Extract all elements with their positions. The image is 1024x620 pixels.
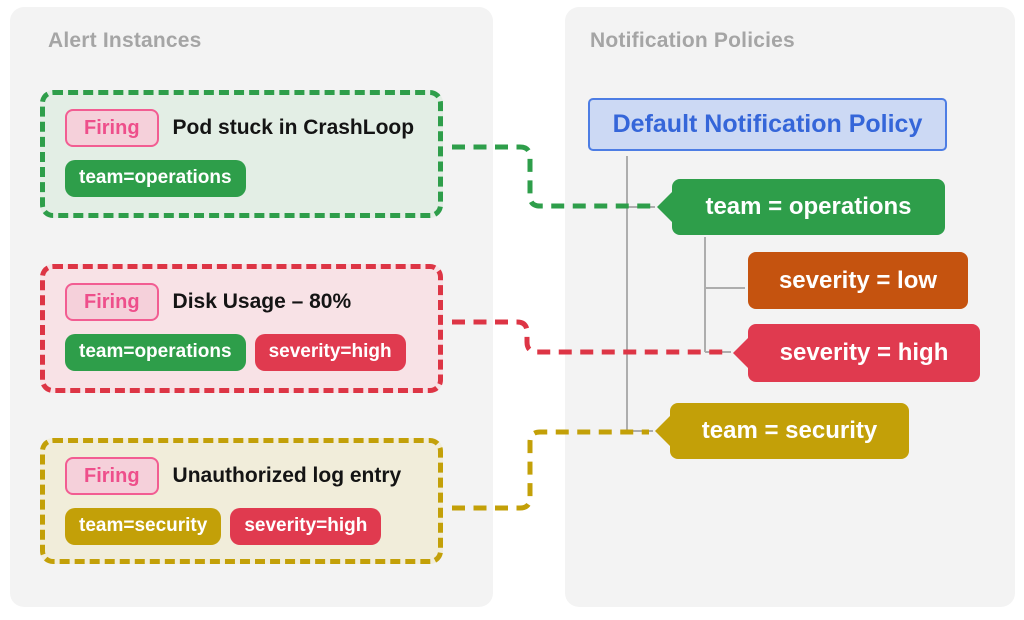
firing-badge: Firing	[65, 457, 159, 495]
notification-policies-title: Notification Policies	[590, 29, 795, 52]
label-pill-severity-high: severity=high	[230, 508, 382, 545]
alert-card-crashloop: Firing Pod stuck in CrashLoop team=opera…	[40, 90, 443, 218]
alert-title: Unauthorized log entry	[172, 464, 402, 487]
alert-instances-title: Alert Instances	[48, 29, 202, 52]
firing-badge: Firing	[65, 109, 159, 147]
alert-card-unauthorized-log: Firing Unauthorized log entry team=secur…	[40, 438, 443, 564]
default-notification-policy-box: Default Notification Policy	[588, 98, 947, 151]
matcher-node-team-operations: team = operations	[672, 179, 945, 235]
alert-instances-panel: Alert Instances Firing Pod stuck in Cras…	[10, 7, 493, 607]
label-pill-team-security: team=security	[65, 508, 222, 545]
alert-title: Pod stuck in CrashLoop	[172, 116, 415, 139]
matcher-node-severity-low: severity = low	[748, 252, 968, 309]
matcher-node-team-security: team = security	[670, 403, 909, 459]
label-pill-team-operations: team=operations	[65, 160, 246, 197]
firing-badge: Firing	[65, 283, 159, 321]
alert-title: Disk Usage – 80%	[172, 290, 352, 313]
label-pill-team-operations: team=operations	[65, 334, 246, 371]
alert-card-disk-usage: Firing Disk Usage – 80% team=operations …	[40, 264, 443, 393]
matcher-node-severity-high: severity = high	[748, 324, 980, 382]
label-pill-severity-high: severity=high	[254, 334, 406, 371]
